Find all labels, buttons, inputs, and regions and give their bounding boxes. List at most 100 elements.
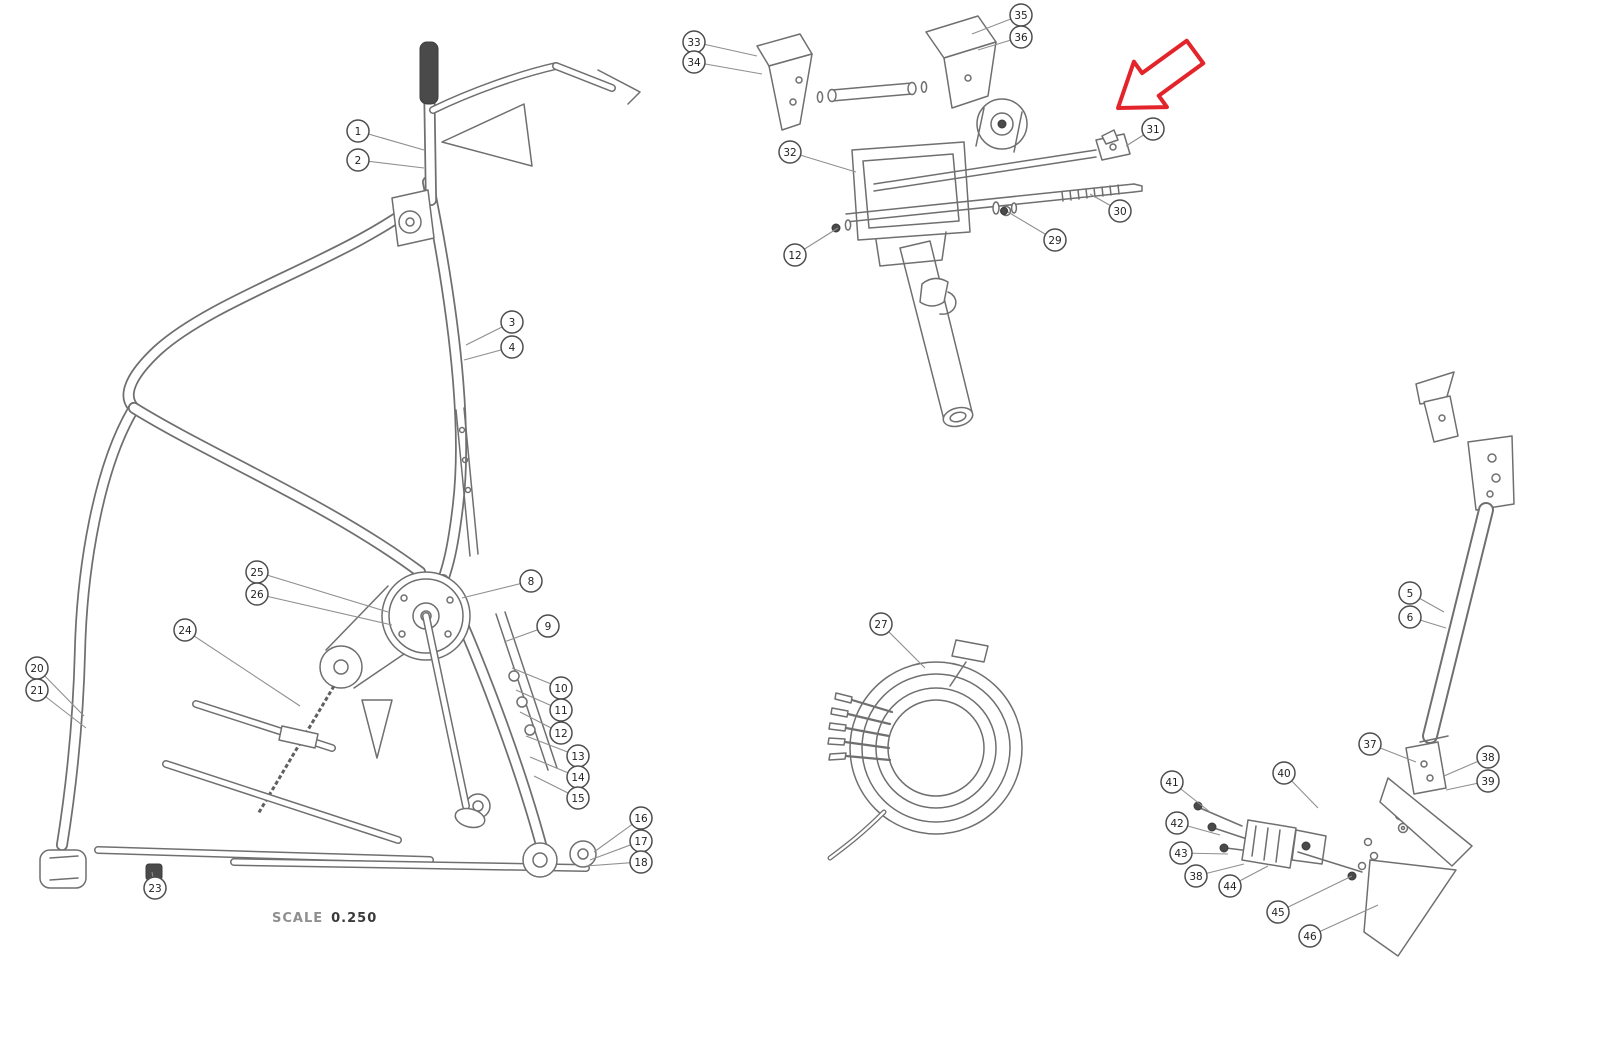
wire-coil-assembly <box>827 639 1023 861</box>
callout-41: 41 <box>1160 770 1184 794</box>
svg-text:38: 38 <box>1189 871 1202 883</box>
fin-plate <box>1379 777 1473 867</box>
callout-37: 37 <box>1358 732 1382 756</box>
svg-text:45: 45 <box>1271 907 1284 919</box>
svg-text:20: 20 <box>30 663 43 675</box>
svg-text:46: 46 <box>1303 931 1317 943</box>
svg-text:2: 2 <box>355 155 362 167</box>
callout-leader <box>256 593 393 626</box>
callout-leader <box>461 580 532 599</box>
svg-text:14: 14 <box>571 772 585 784</box>
callout-45: 45 <box>1266 900 1290 924</box>
front-stabilizer <box>95 847 433 863</box>
svg-text:31: 31 <box>1146 124 1159 136</box>
svg-text:40: 40 <box>1277 768 1290 780</box>
svg-text:10: 10 <box>554 683 567 695</box>
callout-leader <box>1277 875 1353 913</box>
bolt <box>1000 207 1008 215</box>
svg-text:5: 5 <box>1407 588 1414 600</box>
callout-10: 10 <box>549 676 573 700</box>
svg-text:15: 15 <box>571 793 584 805</box>
callout-39: 39 <box>1476 769 1500 793</box>
spade-terminal <box>828 722 847 732</box>
handlebar-arm <box>553 63 615 91</box>
drive-chain <box>256 685 336 815</box>
upright-post <box>1424 504 1492 742</box>
svg-text:44: 44 <box>1223 881 1237 893</box>
callout-43: 43 <box>1169 841 1193 865</box>
bolt <box>1301 841 1311 851</box>
svg-text:34: 34 <box>687 57 701 69</box>
spade-terminal <box>830 707 849 718</box>
seat-carriage-assembly <box>756 15 1143 428</box>
callout-38: 38 <box>1184 864 1208 888</box>
callout-3: 3 <box>500 310 524 334</box>
callout-32: 32 <box>778 140 802 164</box>
main-frame-assembly <box>39 41 641 889</box>
handlebar-arm <box>430 63 559 113</box>
frame-tube <box>129 403 425 577</box>
callout-leader <box>1309 904 1379 937</box>
svg-text:17: 17 <box>634 836 647 848</box>
svg-text:35: 35 <box>1014 10 1027 22</box>
svg-text:30: 30 <box>1113 206 1126 218</box>
front-pulley <box>319 645 363 689</box>
callout-23: 23 <box>143 876 167 900</box>
svg-text:4: 4 <box>509 342 516 354</box>
callout-26: 26 <box>245 582 269 606</box>
svg-text:1: 1 <box>355 126 362 138</box>
callout-8: 8 <box>519 569 543 593</box>
svg-text:6: 6 <box>1407 612 1414 624</box>
console-gusset <box>441 103 533 167</box>
callout-42: 42 <box>1165 811 1189 835</box>
cable-connector <box>951 639 989 663</box>
svg-text:12: 12 <box>554 728 567 740</box>
spade-terminal <box>834 692 853 704</box>
crank-arm <box>423 613 469 809</box>
svg-text:25: 25 <box>250 567 263 579</box>
callout-17: 17 <box>629 829 653 853</box>
svg-text:3: 3 <box>509 317 516 329</box>
svg-text:16: 16 <box>634 813 648 825</box>
cable-tail <box>828 810 886 860</box>
callout-13: 13 <box>566 744 590 768</box>
svg-text:38: 38 <box>1481 752 1494 764</box>
svg-text:8: 8 <box>528 576 535 588</box>
callout-12: 12 <box>549 721 573 745</box>
callout-16: 16 <box>629 806 653 830</box>
callout-1: 1 <box>346 119 370 143</box>
handlebar-grip <box>419 41 439 105</box>
callout-40: 40 <box>1272 761 1296 785</box>
svg-text:36: 36 <box>1014 32 1028 44</box>
head-bracket <box>1467 435 1515 511</box>
fin-plate <box>1363 859 1457 957</box>
callout-24: 24 <box>173 618 197 642</box>
callout-15: 15 <box>566 786 590 810</box>
svg-text:37: 37 <box>1363 739 1376 751</box>
pedal-plate <box>278 725 319 749</box>
transport-wheel <box>569 840 597 868</box>
transport-wheel <box>522 842 558 878</box>
callout-35: 35 <box>1009 3 1033 27</box>
callout-46: 46 <box>1298 924 1322 948</box>
svg-text:41: 41 <box>1165 777 1178 789</box>
callout-29: 29 <box>1043 228 1067 252</box>
callout-21: 21 <box>25 678 49 702</box>
svg-text:24: 24 <box>178 625 192 637</box>
callout-20: 20 <box>25 656 49 680</box>
red-arrow-shape <box>1116 38 1206 110</box>
callout-18: 18 <box>629 850 653 874</box>
callout-27: 27 <box>869 612 893 636</box>
bolt <box>1219 843 1229 853</box>
svg-text:23: 23 <box>148 883 161 895</box>
callout-5: 5 <box>1398 581 1422 605</box>
scale-word: SCALE <box>272 911 324 926</box>
svg-text:33: 33 <box>687 37 700 49</box>
svg-text:43: 43 <box>1174 848 1187 860</box>
svg-text:18: 18 <box>634 857 647 869</box>
svg-text:26: 26 <box>250 589 264 601</box>
callout-30: 30 <box>1108 199 1132 223</box>
callout-11: 11 <box>549 698 573 722</box>
